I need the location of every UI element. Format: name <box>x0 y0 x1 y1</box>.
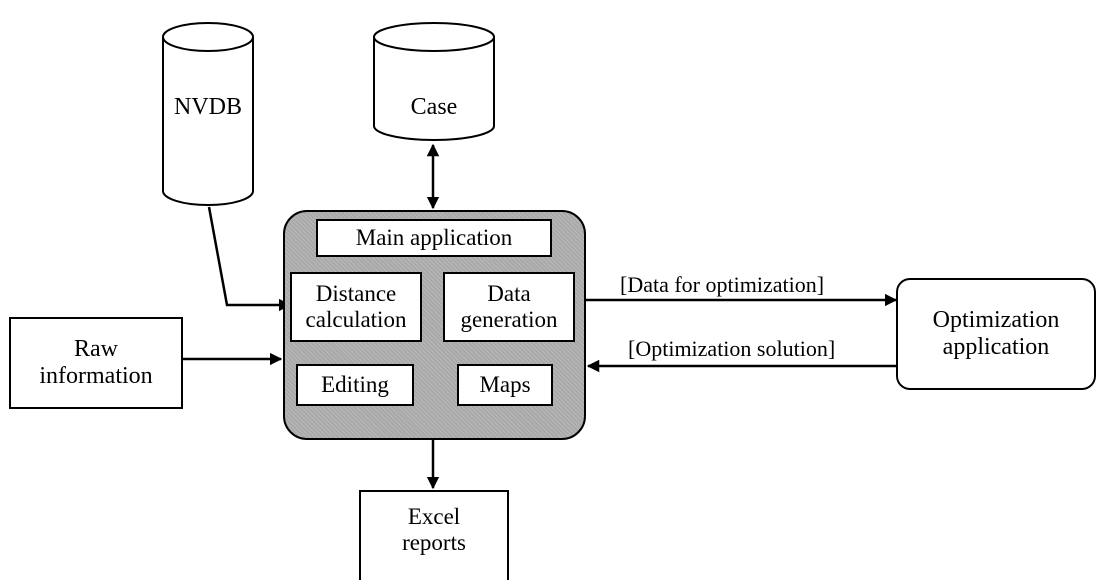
maps-module: Maps <box>457 364 553 406</box>
data-for-optimization-label: [Data for optimization] <box>620 272 825 297</box>
optimization-application-line2: application <box>942 334 1050 360</box>
data-generation-module: Data generation <box>443 272 575 342</box>
editing-module: Editing <box>296 364 414 406</box>
nvdb-to-distance-arrow <box>207 206 292 312</box>
excel-reports-line1: Excel <box>407 504 461 529</box>
raw-information-line1: Raw <box>74 336 118 362</box>
data-generation-line2: generation <box>460 307 558 332</box>
raw-information-line2: information <box>39 363 153 389</box>
nvdb-label: NVDB <box>173 94 242 120</box>
distance-calculation-line1: Distance <box>315 281 397 306</box>
raw-information-box: Raw information <box>9 317 183 409</box>
excel-reports-box: Excel reports <box>359 490 509 580</box>
data-generation-line1: Data <box>487 281 531 306</box>
optimization-application-line1: Optimization <box>932 307 1060 333</box>
excel-reports-line2: reports <box>402 530 466 555</box>
main-application-title: Main application <box>316 219 552 257</box>
optimization-application-box: Optimization application <box>896 278 1096 390</box>
optimization-solution-label: [Optimization solution] <box>628 336 836 361</box>
case-label: Case <box>410 94 458 120</box>
nvdb-database-cylinder <box>162 22 254 206</box>
distance-calculation-module: Distance calculation <box>290 272 422 342</box>
case-database-cylinder <box>373 22 495 141</box>
distance-calculation-line2: calculation <box>305 307 407 332</box>
